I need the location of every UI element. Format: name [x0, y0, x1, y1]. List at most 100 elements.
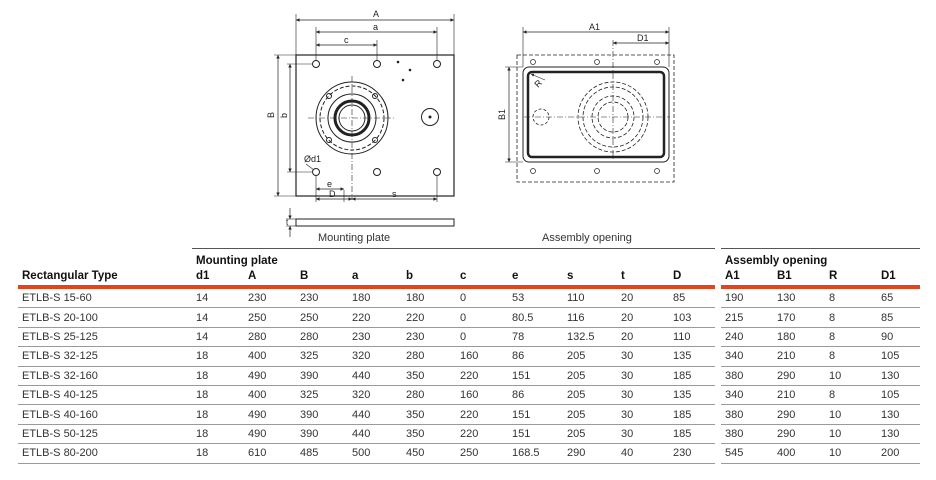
- mounting-cell: 132.5: [563, 327, 617, 348]
- mounting-cell: 40: [617, 443, 669, 464]
- assembly-cell: 290: [773, 366, 825, 386]
- mounting-cell: 30: [617, 366, 669, 386]
- assembly-cell: 210: [773, 346, 825, 367]
- spec-table: Mounting plate Assembly opening Rectangu…: [18, 248, 920, 464]
- assembly-cell: 545: [721, 443, 773, 464]
- mounting-cell: 160: [456, 346, 508, 367]
- assembly-cell: 130: [773, 289, 825, 309]
- assembly-cell: 130: [877, 404, 920, 425]
- mounting-cell: 20: [617, 289, 669, 309]
- assembly-cell: 10: [825, 443, 877, 464]
- mounting-cell: 205: [563, 404, 617, 425]
- mounting-cell: 185: [669, 424, 715, 445]
- mounting-cell: 14: [192, 307, 244, 328]
- assembly-cell: 8: [825, 327, 877, 348]
- mounting-cell: 390: [296, 424, 348, 445]
- assembly-cell: 10: [825, 424, 877, 445]
- mounting-cell: 280: [402, 346, 456, 367]
- mounting-cell: 325: [296, 385, 348, 406]
- group-header-row: Mounting plate Assembly opening: [18, 248, 920, 267]
- mounting-cell: 220: [456, 424, 508, 445]
- mounting-cell: 220: [348, 307, 402, 328]
- assembly-cell: 290: [773, 404, 825, 425]
- mounting-cell: 0: [456, 289, 508, 309]
- mounting-cell: 350: [402, 404, 456, 425]
- mounting-cell: 86: [508, 385, 563, 406]
- type-cell: ETLB-S 80-200: [18, 443, 192, 464]
- assembly-cell: 340: [721, 385, 773, 406]
- mounting-cell: 400: [244, 385, 296, 406]
- type-cell: ETLB-S 25-125: [18, 327, 192, 348]
- mounting-cell: 320: [348, 385, 402, 406]
- mounting-cell: 490: [244, 404, 296, 425]
- dim-label-D: D: [329, 189, 336, 199]
- mounting-cell: 110: [563, 289, 617, 309]
- assembly-cell: 380: [721, 404, 773, 425]
- mounting-plate-top-view: [274, 14, 455, 202]
- mounting-cell: 160: [456, 385, 508, 406]
- mounting-cell: 250: [244, 307, 296, 328]
- mounting-cell: 230: [244, 289, 296, 309]
- mounting-cell: 185: [669, 366, 715, 386]
- mounting-cell: 205: [563, 366, 617, 386]
- mounting-cell: 325: [296, 346, 348, 367]
- type-cell: ETLB-S 32-160: [18, 366, 192, 386]
- col-header: B1: [777, 270, 792, 282]
- mounting-cell: 185: [669, 404, 715, 425]
- mounting-cell: 610: [244, 443, 296, 464]
- mounting-cell: 490: [244, 424, 296, 445]
- mounting-cell: 280: [244, 327, 296, 348]
- assembly-cell: 8: [825, 346, 877, 367]
- dim-label-c: c: [344, 35, 349, 45]
- assembly-cell: 380: [721, 366, 773, 386]
- mounting-cell: 205: [563, 385, 617, 406]
- mounting-cell: 20: [617, 327, 669, 348]
- dim-label-b: b: [279, 113, 289, 118]
- col-header: D1: [881, 270, 896, 282]
- mounting-cell: 230: [402, 327, 456, 348]
- mounting-cell: 320: [348, 346, 402, 367]
- assembly-cell: 210: [773, 385, 825, 406]
- dim-label-a: a: [373, 22, 378, 32]
- col-header: R: [829, 270, 838, 282]
- mounting-cell: 0: [456, 307, 508, 328]
- mounting-cell: 485: [296, 443, 348, 464]
- mounting-cell: 440: [348, 366, 402, 386]
- assembly-cell: 8: [825, 385, 877, 406]
- col-header: e: [512, 270, 519, 282]
- mounting-cell: 18: [192, 404, 244, 425]
- mounting-cell: 78: [508, 327, 563, 348]
- assembly-opening-view: [505, 27, 675, 183]
- header-accent-bar: [18, 285, 920, 289]
- assembly-cell: 8: [825, 307, 877, 328]
- assembly-cell: 130: [877, 366, 920, 386]
- assembly-cell: 215: [721, 307, 773, 328]
- mounting-plate-side-view: t: [286, 208, 455, 237]
- mounting-cell: 180: [402, 289, 456, 309]
- mounting-cell: 220: [456, 404, 508, 425]
- mounting-cell: 116: [563, 307, 617, 328]
- col-header: b: [406, 270, 414, 282]
- assembly-cell: 130: [877, 424, 920, 445]
- type-cell: ETLB-S 40-125: [18, 385, 192, 406]
- col-header-type: Rectangular Type: [22, 270, 118, 282]
- mounting-cell: 30: [617, 424, 669, 445]
- mounting-cell: 18: [192, 385, 244, 406]
- dim-label-B: B: [266, 112, 276, 118]
- assembly-cell: 85: [877, 307, 920, 328]
- mounting-cell: 390: [296, 366, 348, 386]
- assembly-cell: 190: [721, 289, 773, 309]
- mounting-cell: 18: [192, 346, 244, 367]
- dim-label-B1: B1: [497, 109, 507, 120]
- assembly-cell: 10: [825, 404, 877, 425]
- technical-drawings: A a c B b Ød1 e D s t: [266, 9, 675, 237]
- mounting-cell: 135: [669, 385, 715, 406]
- type-cell: ETLB-S 20-100: [18, 307, 192, 328]
- assembly-cell: 380: [721, 424, 773, 445]
